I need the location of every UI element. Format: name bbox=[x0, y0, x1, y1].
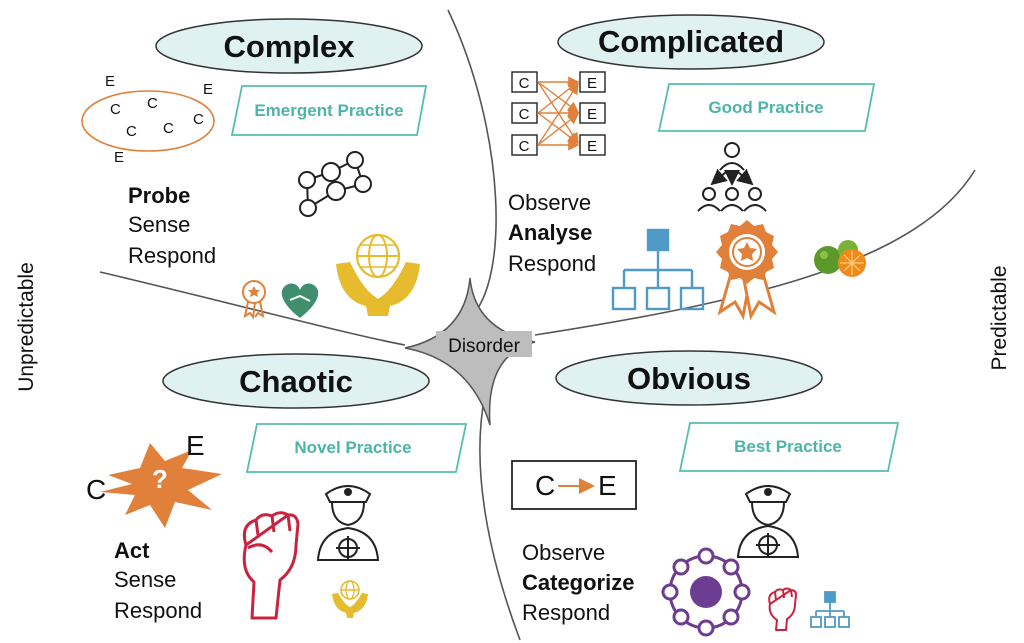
heart-handshake-icon bbox=[281, 283, 319, 318]
citrus-fruit-icon bbox=[814, 240, 866, 277]
matrix-letter: C bbox=[519, 75, 530, 92]
good-practice-box bbox=[657, 83, 876, 132]
chaotic-letter: ? bbox=[152, 464, 168, 494]
chaotic-title-oval bbox=[162, 353, 430, 409]
complex-domain: Complex Emergent Practice E C C E C C C … bbox=[81, 18, 428, 320]
complex-title-oval bbox=[155, 18, 423, 74]
complicated-title-oval bbox=[557, 14, 825, 70]
emergent-practice-box bbox=[230, 85, 428, 136]
captain-icon bbox=[736, 485, 800, 558]
obvious-step: Categorize bbox=[522, 570, 634, 595]
obvious-title-oval bbox=[555, 350, 823, 406]
obvious-title: Obvious bbox=[627, 361, 751, 396]
good-practice-label: Good Practice bbox=[708, 98, 823, 117]
matrix-letter: E bbox=[587, 106, 597, 123]
complex-step: Respond bbox=[128, 243, 216, 268]
best-practice-box bbox=[678, 422, 900, 472]
chaotic-domain: Chaotic Novel Practice ? C E Act Sense R… bbox=[86, 353, 468, 623]
chaotic-step: Respond bbox=[114, 598, 202, 623]
obvious-effect: E bbox=[598, 470, 617, 501]
obvious-step: Observe bbox=[522, 540, 605, 565]
small-raised-fist-icon bbox=[768, 587, 797, 631]
disorder-region: Disorder bbox=[404, 277, 536, 426]
small-hands-globe-icon bbox=[332, 580, 368, 618]
complex-letter: E bbox=[105, 73, 115, 90]
novel-practice-box bbox=[245, 423, 468, 473]
chaotic-title: Chaotic bbox=[239, 364, 353, 399]
domain-boundaries bbox=[99, 9, 976, 641]
complex-letter: C bbox=[110, 101, 121, 118]
award-rosette-icon bbox=[242, 280, 266, 320]
complex-title: Complex bbox=[224, 29, 356, 64]
complicated-step: Observe bbox=[508, 190, 591, 215]
complex-letter: E bbox=[114, 149, 124, 166]
complex-letter: C bbox=[147, 95, 158, 112]
chaotic-step: Sense bbox=[114, 567, 176, 592]
disorder-label: Disorder bbox=[448, 336, 520, 357]
matrix-letter: C bbox=[519, 138, 530, 155]
captain-icon bbox=[316, 485, 380, 561]
complex-step: Probe bbox=[128, 183, 190, 208]
chaotic-letter: E bbox=[186, 430, 205, 461]
team-hierarchy-icon bbox=[697, 142, 767, 212]
complicated-step: Analyse bbox=[508, 220, 592, 245]
matrix-letter: E bbox=[587, 75, 597, 92]
complex-letter: C bbox=[193, 111, 204, 128]
org-chart-icon bbox=[611, 228, 705, 311]
small-org-chart-icon bbox=[810, 591, 850, 628]
complex-letter: C bbox=[163, 120, 174, 137]
hub-network-icon bbox=[661, 547, 751, 637]
raised-fist-icon bbox=[242, 511, 300, 620]
unpredictable-label: Unpredictable bbox=[15, 262, 38, 392]
complicated-domain: Complicated Good Practice C C C E E E Ob… bbox=[508, 14, 876, 321]
chaotic-letter: C bbox=[86, 474, 106, 505]
cause-effect-matrix: C C C E E E bbox=[511, 71, 606, 156]
award-medal-icon bbox=[716, 220, 778, 321]
predictable-label: Predictable bbox=[988, 265, 1011, 370]
obvious-cause: C bbox=[535, 470, 555, 501]
complex-step: Sense bbox=[128, 212, 190, 237]
chaos-burst-icon bbox=[100, 443, 222, 528]
obvious-domain: Obvious Best Practice C E Observe Catego… bbox=[511, 350, 900, 637]
emergent-practice-label: Emergent Practice bbox=[254, 101, 403, 120]
obvious-step: Respond bbox=[522, 600, 610, 625]
chaotic-step: Act bbox=[114, 538, 150, 563]
matrix-letter: E bbox=[587, 138, 597, 155]
hands-globe-icon bbox=[336, 233, 420, 316]
network-icon bbox=[298, 151, 372, 217]
best-practice-label: Best Practice bbox=[734, 437, 842, 456]
complex-letter: C bbox=[126, 123, 137, 140]
complicated-title: Complicated bbox=[598, 24, 784, 59]
novel-practice-label: Novel Practice bbox=[294, 438, 411, 457]
complex-cause-ellipse bbox=[81, 90, 215, 152]
complicated-step: Respond bbox=[508, 251, 596, 276]
complex-letter: E bbox=[203, 81, 213, 98]
matrix-letter: C bbox=[519, 106, 530, 123]
